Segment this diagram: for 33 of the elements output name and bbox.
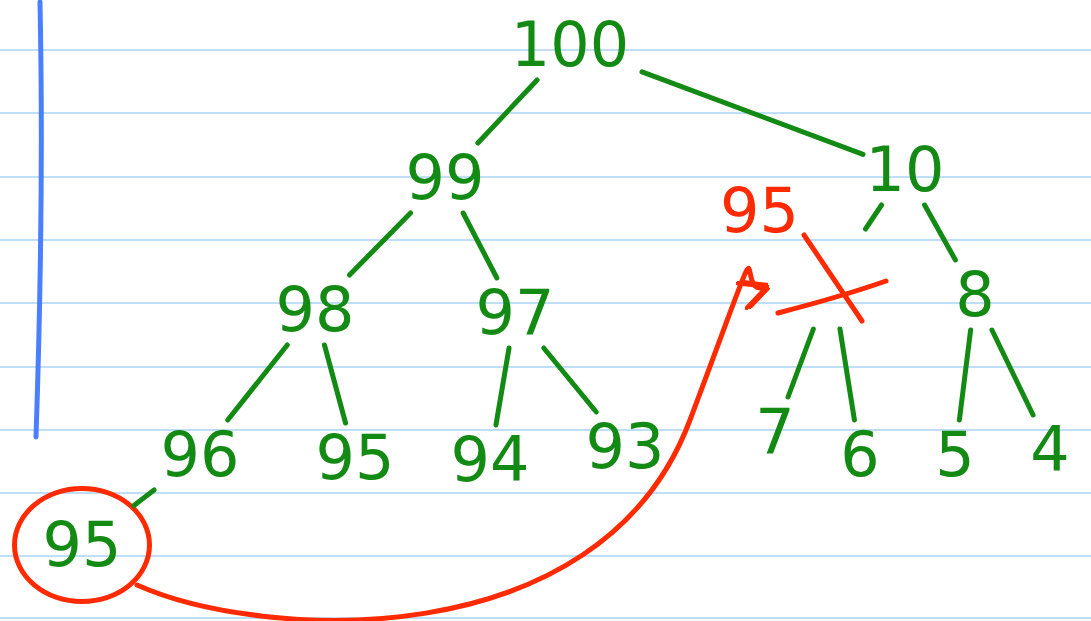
tree-value: 6 [840, 424, 880, 486]
tree-branch [475, 77, 540, 146]
tree-value: 100 [510, 14, 630, 76]
tree-value: 94 [450, 429, 530, 491]
tree-branch [863, 202, 885, 232]
tree-branch [346, 210, 414, 278]
circled-number [12, 486, 152, 604]
tree-value: 95 [42, 514, 122, 576]
tree-branch [989, 327, 1036, 418]
curved-arrow [134, 265, 772, 621]
tree-branch [321, 342, 349, 426]
tree-value: 8 [955, 264, 995, 326]
tree-branch [225, 342, 290, 423]
replacement-value: 95 [720, 180, 799, 242]
tree-branch [922, 202, 958, 263]
tree-branch [956, 327, 974, 423]
tree-branch [493, 345, 512, 428]
tree-value: 5 [935, 424, 975, 486]
tree-value: 10 [865, 139, 945, 201]
tree-branch [460, 210, 500, 281]
tree-value: 97 [475, 282, 555, 344]
tree-value: 96 [160, 424, 240, 486]
tree-branch [639, 69, 866, 157]
tree-branch [785, 326, 816, 400]
tree-branch [837, 326, 857, 423]
tree-value: 7 [755, 401, 795, 463]
tree-value: 98 [275, 279, 355, 341]
tree-branch [541, 345, 599, 415]
tree-value: 99 [405, 147, 485, 209]
tree-value: 4 [1030, 419, 1070, 481]
tree-value: 95 [315, 427, 395, 489]
tree-value: 93 [585, 416, 665, 478]
tree-branch [131, 487, 157, 508]
